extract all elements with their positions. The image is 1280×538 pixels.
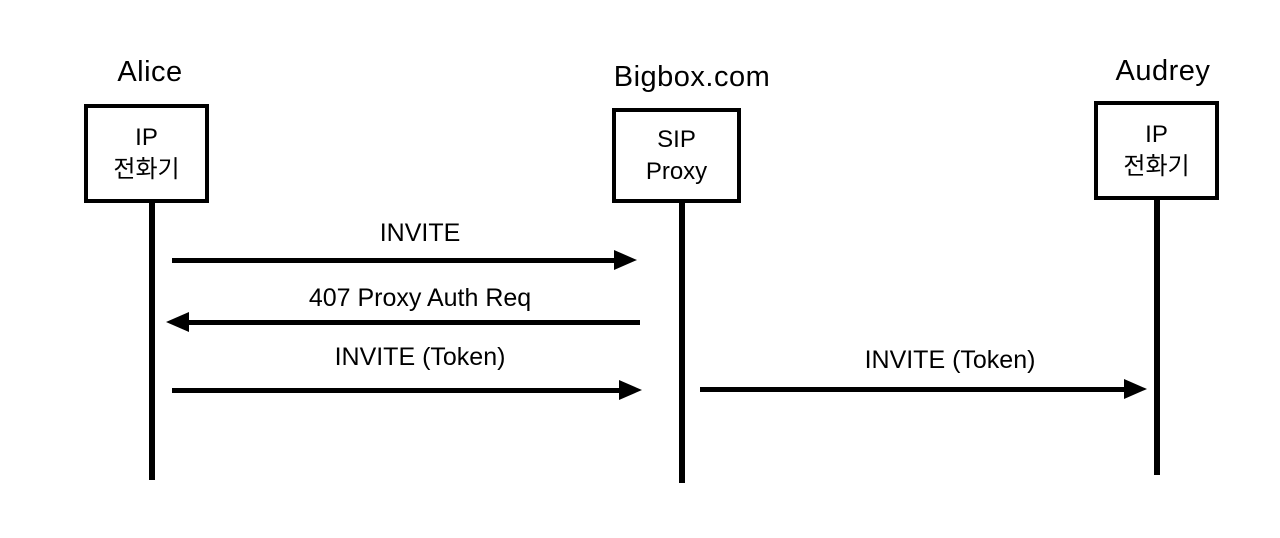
lifeline-audrey bbox=[1154, 200, 1160, 475]
arrow-head-right-icon bbox=[619, 380, 642, 400]
actor-title-audrey: Audrey bbox=[1115, 55, 1211, 87]
actor-box-audrey-line1: IP bbox=[1145, 120, 1168, 148]
arrow-shaft bbox=[700, 387, 1125, 392]
actor-box-audrey: IP 전화기 bbox=[1094, 101, 1219, 200]
actor-box-bigbox: SIP Proxy bbox=[612, 108, 741, 203]
arrow-shaft bbox=[172, 258, 618, 263]
message-label-invite-token-left: INVITE (Token) bbox=[334, 343, 506, 371]
actor-title-alice: Alice bbox=[117, 56, 183, 88]
actor-box-alice: IP 전화기 bbox=[84, 104, 209, 203]
arrow-shaft bbox=[172, 388, 620, 393]
actor-box-bigbox-line2: Proxy bbox=[645, 157, 708, 185]
actor-box-bigbox-line1: SIP bbox=[657, 125, 696, 153]
message-label-invite: INVITE bbox=[379, 219, 461, 247]
message-label-407-proxy-auth-req: 407 Proxy Auth Req bbox=[308, 284, 532, 312]
lifeline-alice bbox=[149, 203, 155, 480]
lifeline-bigbox bbox=[679, 203, 685, 483]
actor-box-alice-line1: IP bbox=[135, 123, 158, 151]
arrow-head-left-icon bbox=[166, 312, 189, 332]
message-label-invite-token-right: INVITE (Token) bbox=[864, 346, 1036, 374]
actor-box-alice-line2: 전화기 bbox=[113, 155, 180, 183]
actor-title-bigbox: Bigbox.com bbox=[613, 61, 771, 93]
arrow-shaft bbox=[188, 320, 640, 325]
arrow-head-right-icon bbox=[614, 250, 637, 270]
arrow-head-right-icon bbox=[1124, 379, 1147, 399]
actor-box-audrey-line2: 전화기 bbox=[1123, 152, 1190, 180]
